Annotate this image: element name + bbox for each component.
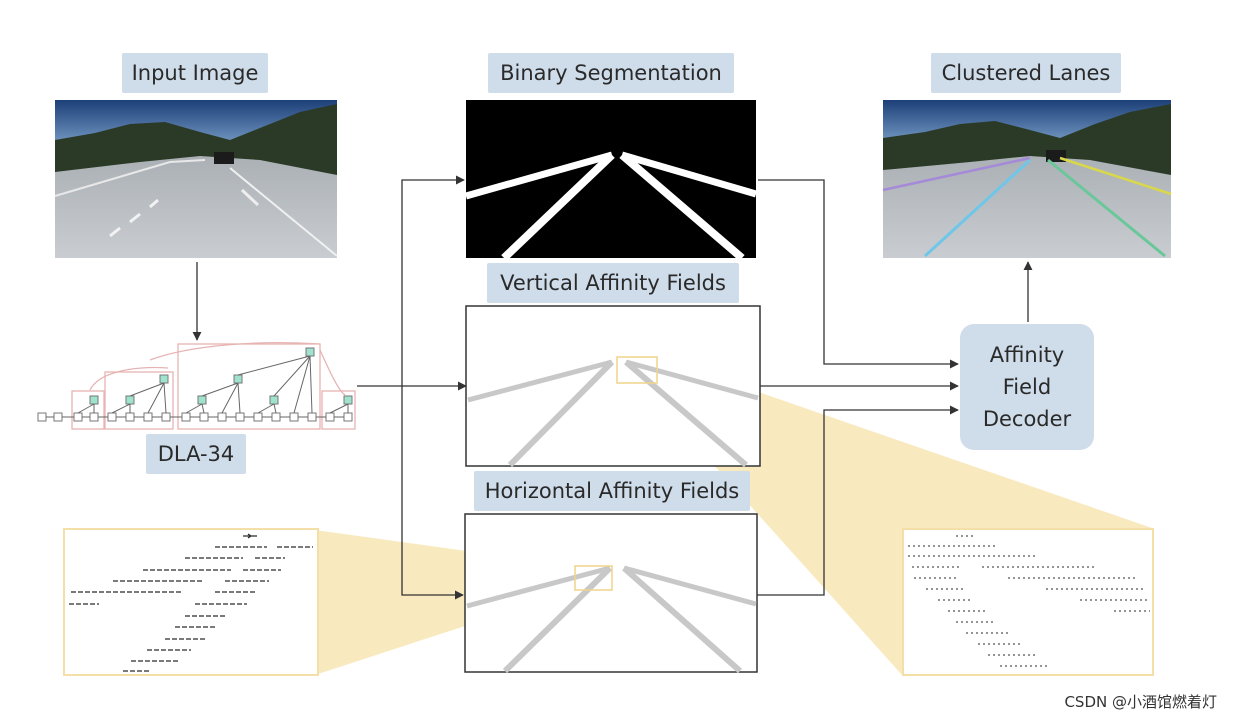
- dla34-nodes: [37, 347, 353, 422]
- decoder-line-1: Affinity: [989, 343, 1065, 367]
- affinity-field-decoder: Affinity Field Decoder: [960, 324, 1094, 450]
- input-image-photo: [54, 100, 338, 258]
- watermark: CSDN @小酒馆燃着灯: [1064, 693, 1217, 711]
- horizontal-affinity-label: Horizontal Affinity Fields: [474, 471, 750, 511]
- arrow-split-to-binary: [401, 175, 465, 386]
- horizontal-affinity-image: [464, 513, 758, 674]
- clustered-lanes-label: Clustered Lanes: [931, 53, 1121, 93]
- clustered-lanes-photo: [882, 100, 1172, 258]
- vertical-affinity-label: Vertical Affinity Fields: [487, 263, 739, 303]
- dla34-label: DLA-34: [146, 434, 246, 474]
- dla34-network-diagram: [71, 342, 356, 430]
- vertical-affinity-image: [465, 305, 761, 468]
- input-image-label: Input Image: [122, 53, 268, 93]
- arrow-binary-to-decoder: [758, 179, 959, 369]
- decoder-line-2: Field: [1002, 375, 1052, 399]
- arrow-horizontal-to-decoder: [757, 405, 959, 596]
- dla34-edges: [46, 355, 349, 418]
- binary-segmentation-label: Binary Segmentation: [488, 53, 734, 93]
- vertical-field-zoom: [902, 528, 1154, 676]
- horizontal-field-zoom: [63, 528, 319, 676]
- decoder-line-3: Decoder: [982, 407, 1072, 431]
- binary-segmentation-image: [465, 100, 757, 262]
- arrow-split-to-horizontal: [401, 386, 464, 600]
